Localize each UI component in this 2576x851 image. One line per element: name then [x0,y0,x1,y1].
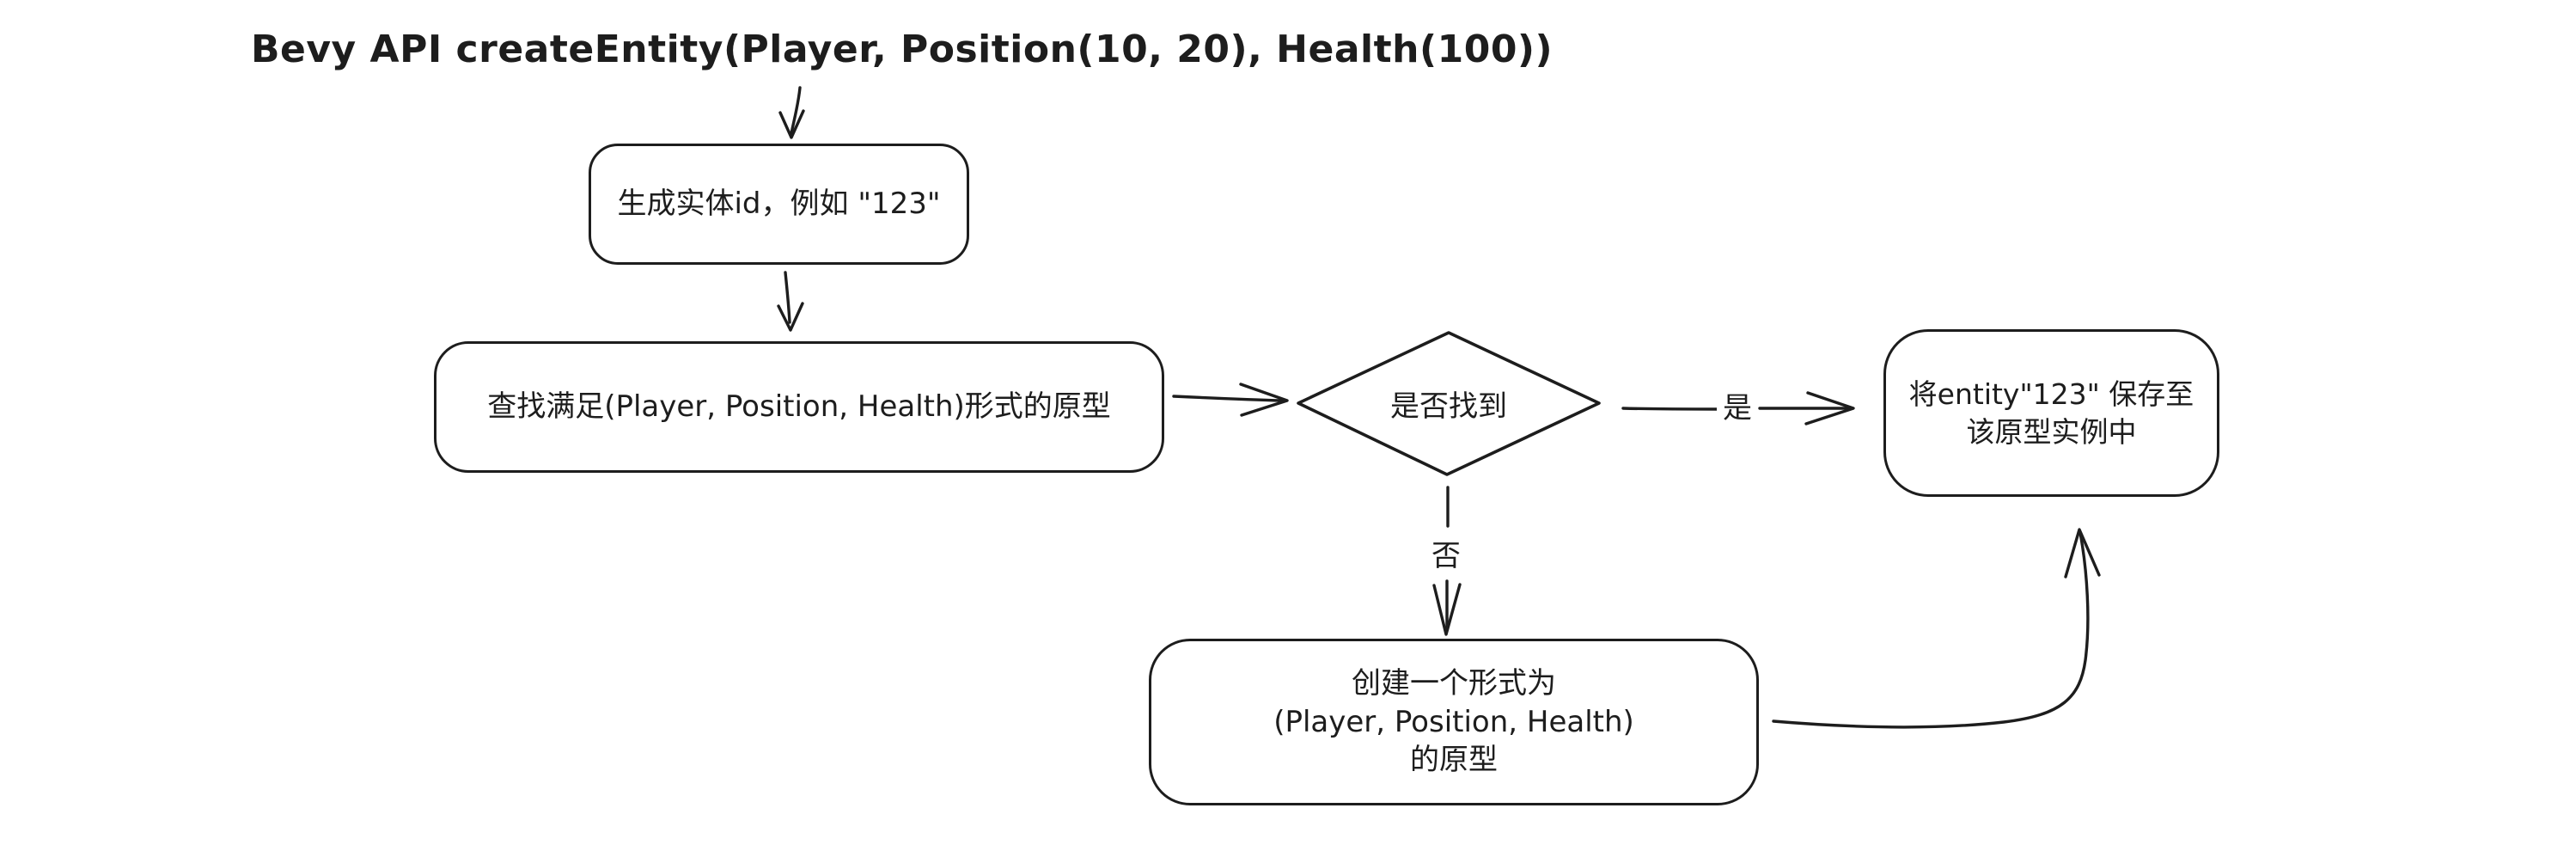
node-label: 是否找到 [1390,389,1507,424]
node-generate-entity-id: 生成实体id，例如 "123" [589,144,969,265]
edge-label-no: 否 [1425,532,1467,573]
arrowhead-up-icon [2064,528,2101,579]
node-create-archetype: 创建一个形式为 (Player, Position, Health) 的原型 [1149,639,1759,805]
arrow-shaft [1172,395,1284,402]
edge-decision-no [1432,486,1462,636]
node-label-line: (Player, Position, Health) [1273,704,1634,739]
edge-label-yes: 是 [1717,384,1758,426]
arrowhead-down-icon [1432,583,1462,636]
arrow-find-to-decision [1172,383,1289,417]
node-label: 生成实体id，例如 "123" [617,187,941,222]
node-label: 查找满足(Player, Position, Health)形式的原型 [487,389,1111,425]
arrow-create-to-save [1772,528,2101,729]
arrow-shaft [1772,531,2090,729]
diagram-title: Bevy API createEntity(Player, Position(1… [251,28,1554,71]
arrow-shaft [784,271,791,324]
node-find-archetype: 查找满足(Player, Position, Health)形式的原型 [434,341,1164,473]
arrowhead-right-icon [1239,383,1289,417]
arrow-generate-to-find [777,271,804,332]
node-label-line: 的原型 [1410,743,1498,778]
node-label-line: 将entity"123" 保存至 [1908,377,2194,411]
node-label-line: 该原型实例中 [1966,414,2137,449]
arrowhead-down-icon [777,302,804,332]
node-save-entity: 将entity"123" 保存至 该原型实例中 [1883,329,2219,497]
arrow-shaft [790,86,802,135]
edge-decision-yes [1621,391,1855,426]
decision-diamond-shape [1297,331,1601,476]
arrow-title-to-generate-id [778,86,805,139]
arrowhead-right-icon [1804,391,1855,426]
node-decision-found: 是否找到 [1298,333,1599,474]
edge-line [1621,407,1722,411]
node-label-line: 创建一个形式为 [1352,665,1556,701]
arrowhead-down-icon [778,109,805,139]
